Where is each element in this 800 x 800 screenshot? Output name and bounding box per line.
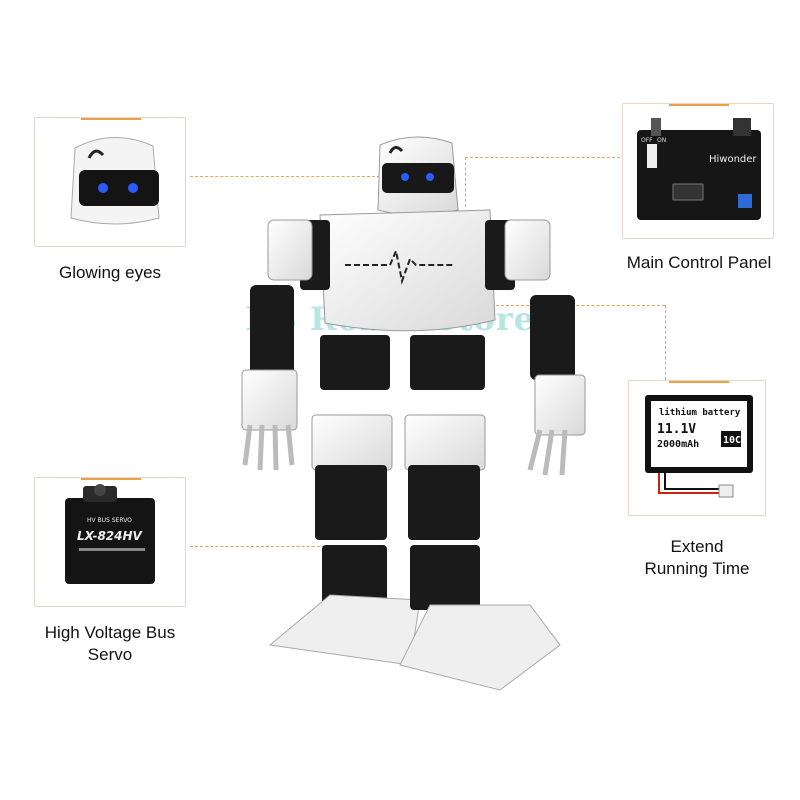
leader-panel-h (465, 157, 620, 158)
battery-capacity: 2000mAh (657, 439, 699, 450)
card-tab (669, 104, 729, 106)
board-brand-text: Hiwonder (709, 154, 757, 165)
callout-card-control-panel: OFF ON Hiwonder (622, 103, 774, 239)
callout-card-eyes (34, 117, 186, 247)
label-line-1: Extend (670, 537, 724, 556)
robot-head-icon (70, 137, 160, 225)
card-tab (81, 118, 141, 120)
leader-battery-h (390, 305, 665, 306)
card-tab (81, 478, 141, 480)
robot-left-leg (268, 335, 421, 666)
label-high-voltage-bus-servo: High Voltage Bus Servo (20, 622, 200, 666)
label-line-1: High Voltage Bus (44, 623, 176, 642)
leader-eyes (190, 176, 380, 177)
label-main-control-panel: Main Control Panel (626, 253, 772, 272)
robot-left-arm (241, 219, 313, 471)
callout-card-battery: lithium battery 11.1V 2000mAh 10C (628, 380, 766, 516)
left-eye (401, 173, 409, 181)
robot-right-leg (399, 335, 561, 691)
right-eye (426, 173, 434, 181)
leader-servo (190, 546, 340, 547)
battery-rate: 10C (723, 435, 741, 446)
card-tab (669, 381, 729, 383)
servo-badge: HV BUS SERVO (87, 517, 132, 524)
label-line-2: Running Time (644, 559, 750, 578)
humanoid-robot-image (241, 136, 586, 691)
switch-off-text: OFF (641, 137, 653, 144)
label-extend-running-time: Extend Running Time (612, 536, 782, 580)
battery-voltage: 11.1V (657, 422, 696, 437)
robot-torso (300, 209, 515, 332)
robot-right-arm (504, 219, 586, 476)
callout-card-servo: HV BUS SERVO LX-824HV (34, 477, 186, 607)
control-board-icon: OFF ON Hiwonder (637, 118, 761, 220)
label-line-2: Servo (87, 645, 133, 664)
switch-on-text: ON (657, 137, 666, 144)
servo-icon: HV BUS SERVO LX-824HV (65, 484, 155, 584)
battery-icon: lithium battery 11.1V 2000mAh 10C (645, 395, 753, 498)
robot-head (377, 136, 459, 216)
battery-heading: lithium battery (659, 407, 741, 418)
leader-battery-v (665, 305, 666, 380)
servo-model: LX-824HV (77, 529, 144, 543)
leader-panel-v (465, 157, 466, 207)
label-glowing-eyes: Glowing eyes (58, 263, 162, 282)
